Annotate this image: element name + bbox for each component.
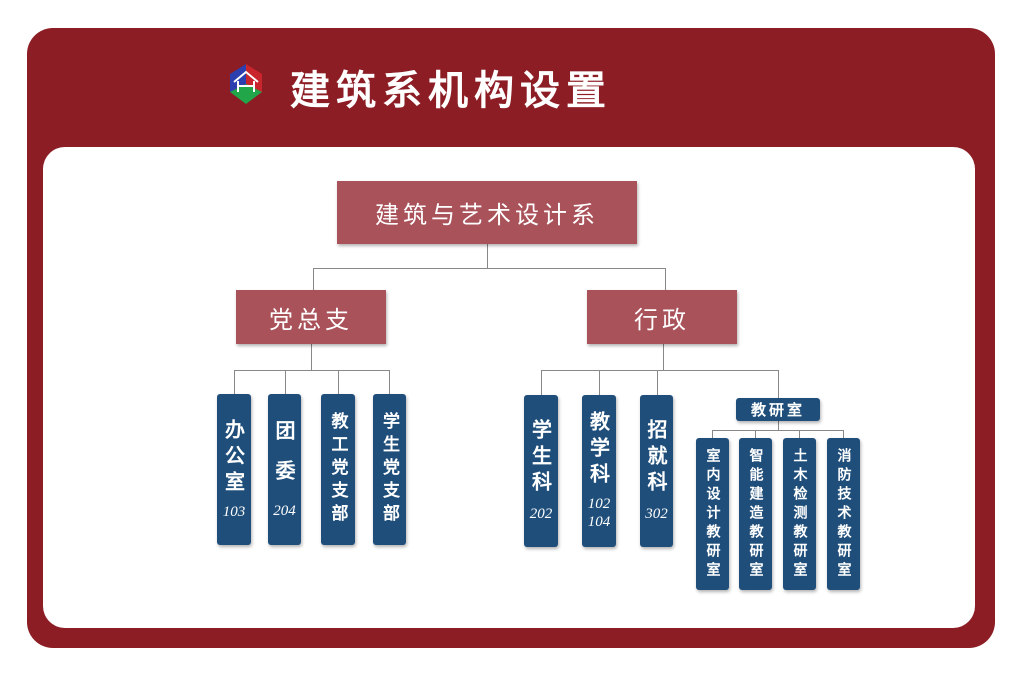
connector-line (541, 370, 778, 371)
unit-name: 招就科 (644, 419, 668, 497)
party-branch-node: 党总支 (236, 290, 386, 344)
connector-line (799, 430, 800, 438)
unit-name: 团委 (272, 419, 296, 500)
house-cube-logo-icon (230, 64, 262, 104)
connector-line (657, 370, 658, 395)
connector-line (338, 370, 339, 394)
connector-line (599, 370, 600, 395)
connector-line (313, 268, 665, 269)
office-node: 办公室 103 (217, 394, 251, 545)
connector-line (541, 370, 542, 395)
unit-name: 教学科 (586, 411, 611, 489)
research-unit-interior: 室内设计教研室 (696, 438, 729, 590)
research-unit-civil-testing: 土木检测教研室 (783, 438, 816, 590)
connector-line (313, 268, 314, 290)
page-title: 建筑系机构设置 (290, 68, 612, 114)
research-office-node: 教研室 (736, 398, 820, 421)
connector-line (389, 370, 390, 394)
admin-node: 行政 (587, 290, 737, 344)
unit-name: 土木检测教研室 (791, 447, 808, 581)
academic-affairs-node: 教学科 102 104 (582, 395, 616, 547)
room-number-2: 104 (587, 514, 611, 530)
student-party-node: 学生党支部 (373, 394, 406, 545)
connector-line (234, 370, 235, 394)
connector-line (843, 430, 844, 438)
room-number: 102 (587, 496, 611, 512)
unit-name: 学生科 (528, 419, 553, 497)
unit-name: 办公室 (221, 418, 246, 497)
connector-line (665, 268, 666, 290)
room-number: 302 (645, 506, 668, 522)
connector-line (755, 430, 756, 438)
unit-name: 智能建造教研室 (747, 447, 764, 581)
connector-line (285, 370, 286, 394)
research-unit-fire-tech: 消防技术教研室 (827, 438, 860, 590)
unit-name: 室内设计教研室 (704, 447, 721, 581)
room-number: 103 (222, 503, 246, 520)
connector-line (778, 370, 779, 398)
youth-league-node: 团委 204 (268, 394, 301, 545)
student-affairs-node: 学生科 202 (524, 395, 558, 547)
connector-line (663, 344, 664, 370)
room-number: 202 (529, 506, 553, 522)
room-number: 204 (273, 502, 296, 519)
recruitment-node: 招就科 302 (640, 395, 673, 547)
connector-line (712, 430, 713, 438)
unit-name: 教工党支部 (327, 412, 348, 527)
connector-line (487, 244, 488, 268)
research-unit-smart-construction: 智能建造教研室 (739, 438, 772, 590)
unit-name: 学生党支部 (379, 412, 399, 527)
unit-name: 消防技术教研室 (835, 447, 852, 581)
faculty-party-node: 教工党支部 (321, 394, 355, 545)
connector-line (311, 344, 312, 370)
connector-line (778, 421, 779, 430)
connector-line (712, 430, 844, 431)
root-node: 建筑与艺术设计系 (337, 181, 637, 244)
connector-line (234, 370, 390, 371)
